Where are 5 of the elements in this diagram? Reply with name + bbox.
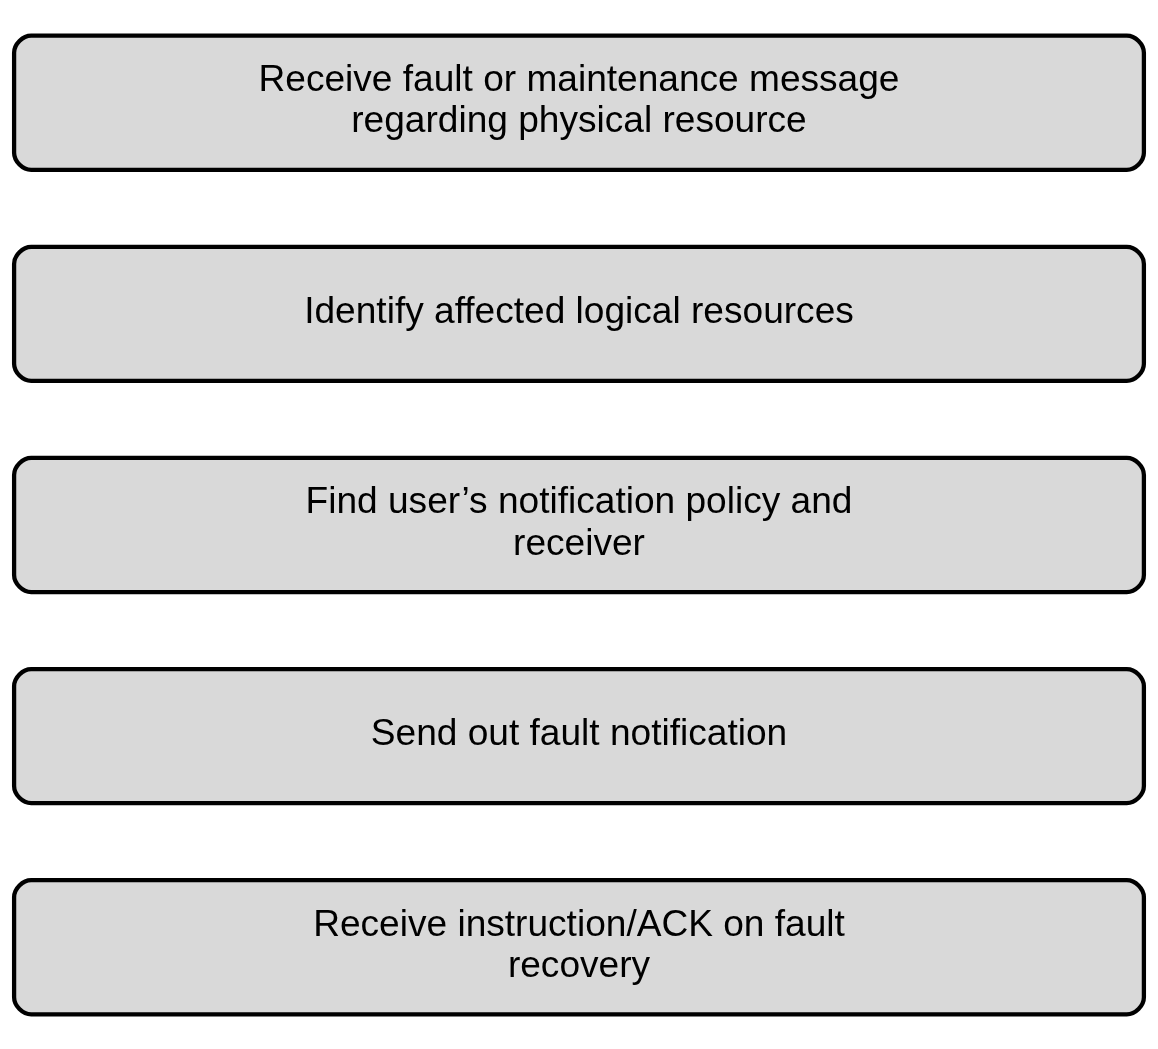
node-box: Send out fault notification <box>11 666 1147 805</box>
node-box: Receive instruction/ACK on fault recovery <box>11 877 1147 1016</box>
node-box: Find user’s notification policy and receiver <box>11 455 1147 594</box>
node-box: Identify affected logical resources <box>11 244 1147 383</box>
node-box: Receive fault or maintenance message regarding physical resource <box>11 33 1147 172</box>
